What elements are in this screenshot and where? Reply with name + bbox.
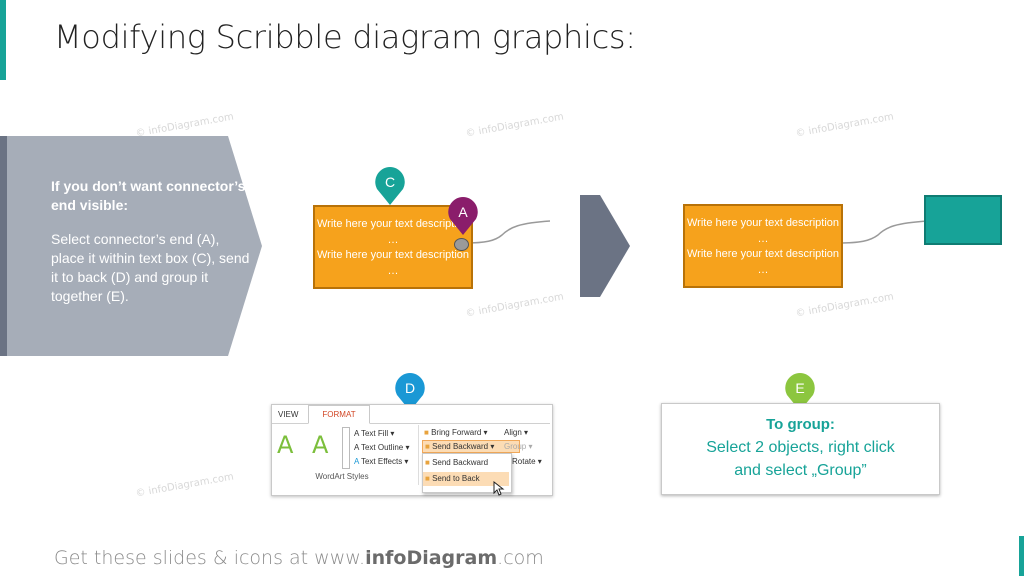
- slide-title: Modifying Scribble diagram graphics:: [54, 18, 636, 56]
- tab-format[interactable]: FORMAT: [308, 405, 370, 424]
- group-button[interactable]: Group ▾: [504, 442, 533, 451]
- footer-brand: infoDiagram: [365, 547, 498, 569]
- text-box-before[interactable]: Write here your text description … Write…: [313, 205, 473, 289]
- note-line-2: Write here your text description …: [686, 248, 840, 276]
- marker-a-label: A: [458, 204, 468, 220]
- transition-arrow: [580, 195, 630, 297]
- marker-e-label: E: [795, 380, 805, 396]
- instruction-body: Select connector’s end (A), place it wit…: [51, 231, 250, 304]
- connector-end-handle[interactable]: [454, 238, 469, 251]
- group-instructions-box: To group: Select 2 objects, right click …: [661, 403, 940, 495]
- marker-a-pin: [448, 197, 478, 235]
- text-outline-button[interactable]: A Text Outline ▾: [354, 443, 410, 452]
- marker-c-pin: [375, 167, 405, 205]
- teal-shape[interactable]: [924, 195, 1002, 245]
- marker-e-pin: [785, 373, 815, 411]
- title-accent-bar: [0, 0, 6, 80]
- align-button[interactable]: Align ▾: [504, 428, 529, 437]
- ribbon-divider: [418, 425, 419, 485]
- group-heading: To group:: [766, 416, 835, 433]
- send-backward-menu-icon: ■: [425, 458, 433, 467]
- watermark: © infoDiagram.com: [794, 291, 895, 320]
- watermark: © infoDiagram.com: [464, 291, 565, 320]
- instruction-heading: If you don’t want connector’s end visibl…: [51, 178, 246, 213]
- watermark: © infoDiagram.com: [794, 111, 895, 140]
- mouse-cursor-icon: [493, 481, 505, 496]
- group-line-1: Select 2 objects, right click: [706, 439, 895, 456]
- footer-accent-bar: [1019, 536, 1024, 576]
- ribbon-screenshot: VIEW FORMAT A A A Text Fill ▾ A Text Out…: [271, 404, 553, 496]
- wordart-styles-label: WordArt Styles: [315, 472, 369, 481]
- connector-line-after: [838, 220, 929, 244]
- text-effects-button[interactable]: A Text Effects ▾: [354, 457, 409, 466]
- text-fill-icon: A: [354, 429, 361, 438]
- marker-c-label: C: [384, 174, 396, 190]
- note-line-2: Write here your text description …: [316, 249, 470, 277]
- text-outline-icon: A: [354, 443, 361, 452]
- text-fill-button[interactable]: A Text Fill ▾: [354, 429, 395, 438]
- instruction-text: If you don’t want connector’s end visibl…: [51, 177, 251, 306]
- rotate-button[interactable]: Rotate ▾: [512, 457, 542, 466]
- tab-view[interactable]: VIEW: [278, 410, 299, 419]
- menu-send-to-back[interactable]: ■ Send to Back: [425, 474, 480, 483]
- instruction-panel: [0, 136, 262, 356]
- note-line-1: Write here your text description …: [316, 218, 470, 246]
- text-effects-icon: A: [354, 457, 361, 466]
- wordart-outline-a-icon[interactable]: A: [312, 431, 329, 459]
- wordart-fill-a-icon[interactable]: A: [277, 431, 294, 459]
- marker-d-pin: [395, 373, 425, 411]
- footer-text: Get these slides & icons at www.infoDiag…: [54, 547, 544, 569]
- marker-d-label: D: [404, 380, 416, 396]
- menu-send-backward[interactable]: ■ Send Backward: [425, 458, 489, 467]
- bring-forward-button[interactable]: ■ Bring Forward ▾: [424, 428, 488, 437]
- bring-forward-icon: ■: [424, 428, 432, 437]
- ribbon-tab-bar: [272, 405, 550, 424]
- watermark: © infoDiagram.com: [134, 471, 235, 500]
- menu-highlight: [423, 472, 509, 486]
- send-backward-label: ■ Send Backward ▾: [425, 442, 495, 451]
- connector-line: [464, 220, 551, 244]
- note-line-1: Write here your text description …: [686, 217, 840, 245]
- send-backward-icon: ■: [425, 442, 433, 451]
- watermark: © infoDiagram.com: [464, 111, 565, 140]
- text-box-after[interactable]: Write here your text description … Write…: [683, 204, 843, 288]
- send-backward-button[interactable]: [422, 440, 520, 453]
- styles-scroll-icon[interactable]: [342, 427, 350, 469]
- group-line-2: and select „Group”: [734, 462, 867, 479]
- send-to-back-icon: ■: [425, 474, 433, 483]
